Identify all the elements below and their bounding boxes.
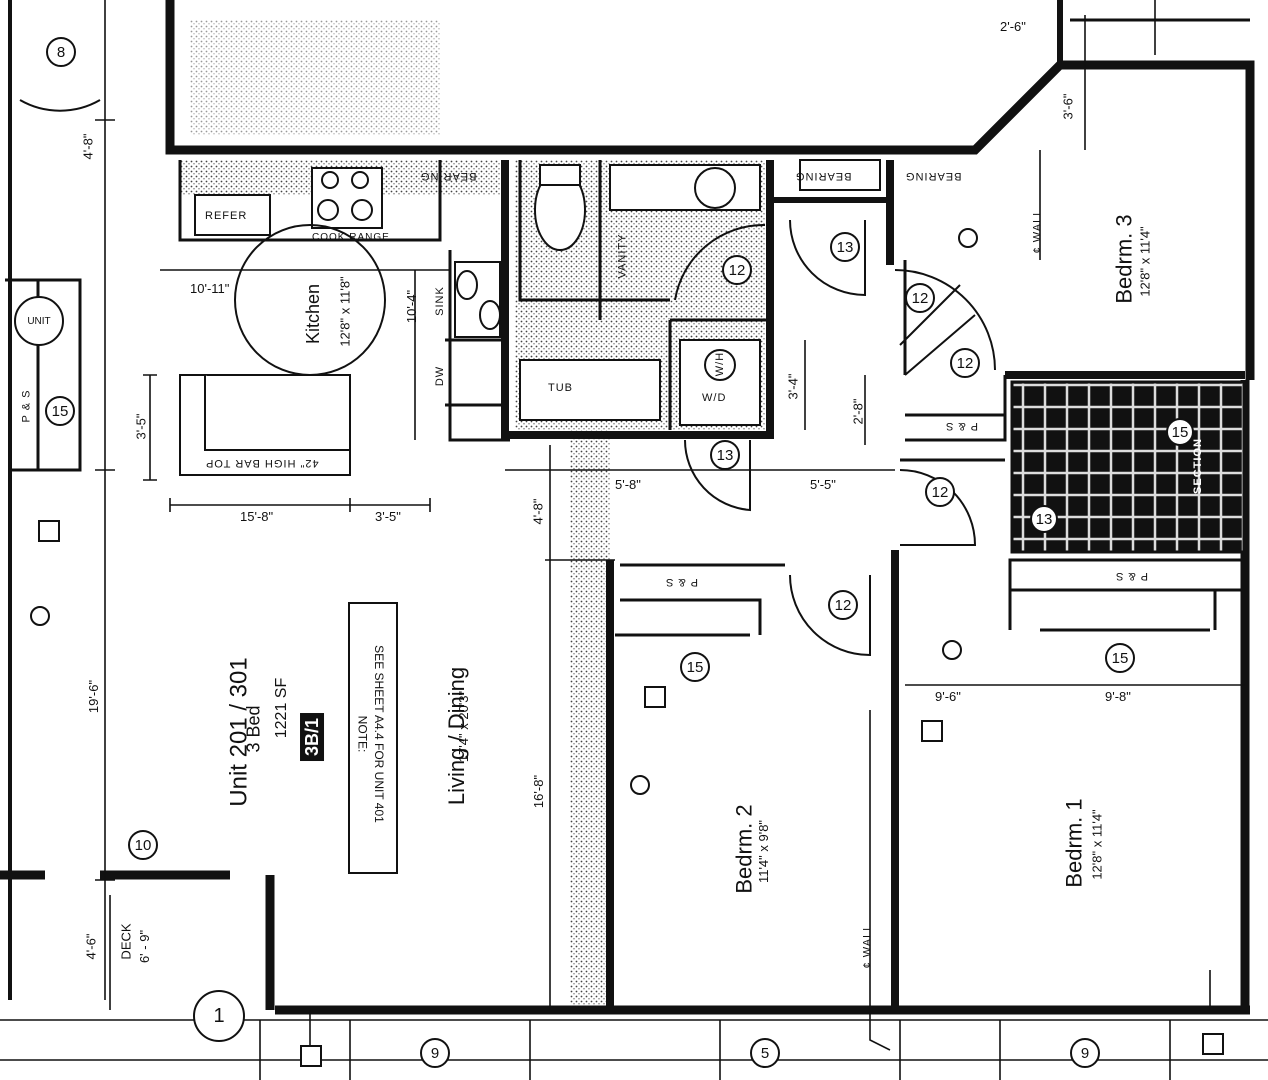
washer-dryer-label: W/D (702, 392, 727, 404)
dim-closet-small: 2'-8" (850, 398, 866, 425)
bedroom-1-size: 12'8" x 11'4" (1089, 809, 1105, 880)
dim-hall-mid: 5'-8" (615, 477, 641, 492)
note-box (348, 602, 398, 874)
dim-top-right: 2'-6" (1000, 19, 1026, 34)
dim-bed1-width: 9'-8" (1105, 689, 1131, 704)
bar-top-label: 42" HIGH BAR TOP (205, 457, 319, 469)
door-tag-11: 15 (45, 396, 75, 426)
sink-label: SINK (433, 286, 446, 316)
wall-marker-1 (38, 520, 60, 542)
dim-kitchen-depth: 10'-4" (404, 289, 420, 324)
dim-hall-right: 5'-5" (810, 477, 836, 492)
dim-hall-top: 4'-8" (530, 498, 546, 525)
water-heater-label: W/H (714, 351, 727, 377)
door-tag-7: 13 (830, 232, 860, 262)
deck-size: 6' - 9" (137, 929, 153, 964)
shelf-label-c: P & S (945, 420, 978, 432)
centerline-wall-label-b: ¢ WALL (861, 923, 874, 969)
dim-bar-depth: 3'-5" (133, 413, 149, 440)
closet-section-label: SECTION (1191, 438, 1204, 494)
outlet-marker-4 (958, 228, 978, 248)
unit-badge: 3B/1 (300, 712, 325, 762)
dim-living-length: 16'-8" (531, 774, 547, 809)
note-text: SEE SHEET A4.4 FOR UNIT 401 (371, 645, 386, 823)
deck-label: DECK (118, 923, 134, 960)
dim-kitchen-width: 10'-11" (190, 281, 230, 296)
tub-label: TUB (548, 382, 573, 394)
unit-beds: 3 Bed (243, 705, 264, 753)
door-tag-4: 12 (925, 477, 955, 507)
door-tag-1: 8 (46, 37, 76, 67)
outlet-marker-2 (630, 775, 650, 795)
kitchen-size: 12'8" x 11'8" (337, 276, 353, 347)
outlet-marker-1 (30, 606, 50, 626)
door-swings (19, 99, 996, 657)
bedroom-2-label: Bedrm. 2 (731, 804, 757, 894)
unit-area: 1221 SF (273, 677, 291, 739)
bearing-label-a: BEARING (420, 170, 477, 182)
dim-bed3-top: 3'-6" (1060, 93, 1076, 120)
bedroom-3-size: 12'8" x 11'4" (1137, 226, 1153, 297)
refrigerator-label: REFER (205, 210, 248, 222)
wall-marker-3 (921, 720, 943, 742)
unit-tag-circle: UNIT (14, 296, 64, 346)
section-tag-3: 9 (1070, 1038, 1100, 1068)
dim-laundry: 3'-4" (785, 373, 801, 400)
bearing-label-b: BEARING (795, 170, 852, 182)
dim-bar-right: 3'-5" (375, 509, 401, 524)
dim-bed1-left: 9'-6" (935, 689, 961, 704)
fixtures-drawing (179, 159, 881, 476)
outlet-marker-3 (942, 640, 962, 660)
door-tag-9: 15 (1105, 643, 1135, 673)
section-tag-4: 1 (193, 990, 245, 1042)
vanity-label: VANITY (616, 233, 629, 279)
partitions (5, 18, 1250, 637)
cook-range-label: COOK RANGE (312, 232, 390, 243)
shelf-label-d: P & S (20, 389, 33, 423)
dim-left-tall: 19'-6" (86, 679, 102, 714)
door-tag-14: 15 (1166, 418, 1194, 446)
note-title: NOTE: (355, 715, 370, 753)
door-tag-10: 15 (680, 652, 710, 682)
door-tag-8: 13 (710, 440, 740, 470)
door-tag-2: 12 (905, 283, 935, 313)
door-tag-3: 12 (950, 348, 980, 378)
structural-walls (0, 0, 1255, 1015)
section-tag-1: 9 (420, 1038, 450, 1068)
wall-marker-4 (300, 1045, 322, 1067)
dim-bar-left: 15'-8" (240, 509, 274, 524)
bearing-label-c: BEARING (905, 170, 962, 182)
dim-top-left: 4'-8" (80, 133, 96, 160)
bedroom-3-label: Bedrm. 3 (1111, 214, 1137, 304)
wall-marker-2 (644, 686, 666, 708)
wall-marker-5 (1202, 1033, 1224, 1055)
section-tag-2: 5 (750, 1038, 780, 1068)
door-tag-13: 13 (1030, 505, 1058, 533)
shelf-label-a: P & S (665, 576, 698, 588)
dim-deck-depth: 4'-6" (83, 933, 99, 960)
kitchen-label: Kitchen (303, 283, 324, 345)
bedroom-2-size: 11'4" x 9'8" (756, 819, 772, 884)
bedroom-1-label: Bedrm. 1 (1061, 798, 1087, 888)
shelf-label-b: P & S (1115, 570, 1148, 582)
living-size: 17'4" x 20'3" (456, 690, 472, 763)
dishwasher-label: DW (434, 365, 447, 387)
door-tag-12: 10 (128, 830, 158, 860)
centerline-wall-label-a: ¢ WALL (1031, 208, 1044, 254)
door-tag-5: 12 (828, 590, 858, 620)
door-tag-6: 12 (722, 255, 752, 285)
